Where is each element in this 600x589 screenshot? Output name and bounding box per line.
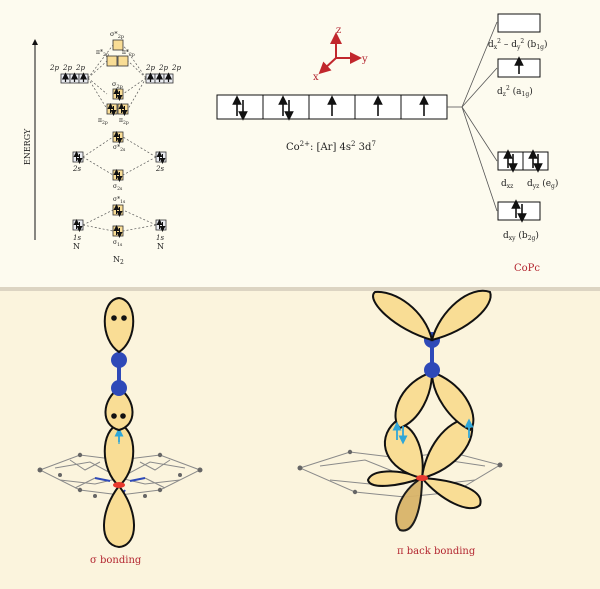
n2-mo-diagram: ENERGY 2p 2p 2p 2p 2p 2p: [23, 30, 181, 266]
dxz-lower-lobe-a: [395, 476, 424, 532]
sigma-2s-label: σ2s: [113, 183, 123, 192]
n-atom-bottom-right: [424, 362, 440, 378]
pi-star-lobe-left: [394, 370, 434, 430]
dxz-label: dxz: [501, 179, 513, 190]
sigma-star-1s-label: σ*1s: [113, 196, 126, 205]
pi-2p-label-a: π2p: [98, 117, 108, 126]
sigma-2p-label: σ2p: [112, 80, 123, 90]
left-atom-label: N: [73, 242, 80, 251]
cobalt-center-right: [416, 475, 428, 481]
molecule-label: N2: [113, 255, 124, 266]
label-2s-right: 2s: [155, 165, 164, 173]
pi-star-2p-label-a: π*2p: [96, 49, 109, 58]
pi-lobe-upper-left: [372, 290, 434, 342]
n-atom-upper: [111, 352, 127, 368]
coordinate-axes: z y x: [313, 25, 368, 83]
b2g-box: [497, 201, 541, 221]
label-2p-a: 2p: [49, 64, 59, 72]
top-panel: [0, 0, 600, 288]
label-2s-left: 2s: [72, 165, 81, 173]
sigma-star-2s-label: σ*2s: [113, 144, 126, 153]
x-axis-label: x: [313, 72, 319, 83]
copc-label: CoPc: [514, 263, 540, 274]
label-2p-c: 2p: [75, 64, 85, 72]
pi-back-bonding-caption: π back bonding: [397, 546, 476, 557]
cobalt-center: [113, 482, 125, 488]
panel-divider: [0, 287, 600, 292]
b1g-label: dx2 – dy2 (b1g): [488, 38, 548, 51]
dyz-eg-label: dyz (eg): [527, 178, 558, 190]
label-2p-b: 2p: [62, 64, 72, 72]
pi-star-lobe-right: [430, 370, 475, 432]
mo-1s-set: 1s 1s σ*1s σ1s: [72, 196, 167, 248]
y-axis-label: y: [361, 54, 368, 65]
sigma-1s-label: σ1s: [113, 239, 123, 248]
right-2p-orbitals: 2p 2p 2p: [145, 64, 181, 84]
pi-2p-box-b: [117, 103, 129, 115]
mo-2s-set: 2s 2s σ*2s σ2s: [72, 131, 167, 192]
co-3d-orbitals: Co2+: [Ar] 4s2 3d7 dx2 – dy2 (b1g) dz2 (…: [216, 13, 558, 274]
label-1s-left: 1s: [73, 234, 81, 242]
pi-2p-label-b: π2p: [119, 117, 129, 126]
n-lone-pair-lobe-upper: [103, 296, 135, 354]
pi-lobe-upper-right: [430, 289, 492, 342]
n-atom-lower: [111, 380, 127, 396]
z-axis-label: z: [336, 25, 341, 36]
b2g-label: dxy (b2g): [503, 230, 539, 242]
pi-star-2p-label-b: π*2p: [122, 49, 135, 58]
dxz-lower-lobe-c: [366, 470, 425, 487]
energy-label: ENERGY: [23, 128, 32, 165]
right-atom-label: N: [157, 242, 164, 251]
label-2p-d: 2p: [145, 64, 155, 72]
co-configuration: Co2+: [Ar] 4s2 3d7: [286, 140, 376, 153]
pi-star-2p-box-b: [117, 55, 129, 67]
label-1s-right: 1s: [156, 234, 164, 242]
dz2-lower-lobe: [103, 484, 135, 549]
bottom-panel: [0, 291, 600, 589]
b1g-box: [497, 13, 541, 33]
sigma-bonding-caption: σ bonding: [90, 555, 142, 566]
mo-2p-set: σ*2p π*2p π*2p σ2p π2p π2p: [87, 30, 147, 126]
label-2p-f: 2p: [171, 64, 181, 72]
label-2p-e: 2p: [158, 64, 168, 72]
sigma-star-2p-label: σ*2p: [110, 30, 124, 40]
pi-back-bonding-illustration: π back bonding: [297, 289, 503, 557]
dxz-lower-lobe-b: [419, 476, 482, 510]
n-lone-pair-lobe-lower: [104, 386, 134, 432]
pi-2p-box-a: [106, 103, 118, 115]
left-2p-orbitals: 2p 2p 2p: [49, 64, 89, 84]
a1g-label: dz2 (a1g): [497, 85, 533, 98]
sigma-bonding-illustration: σ bonding: [37, 296, 203, 566]
sigma-2p-box: [112, 88, 124, 100]
mo-2p-dashes: [87, 44, 147, 110]
